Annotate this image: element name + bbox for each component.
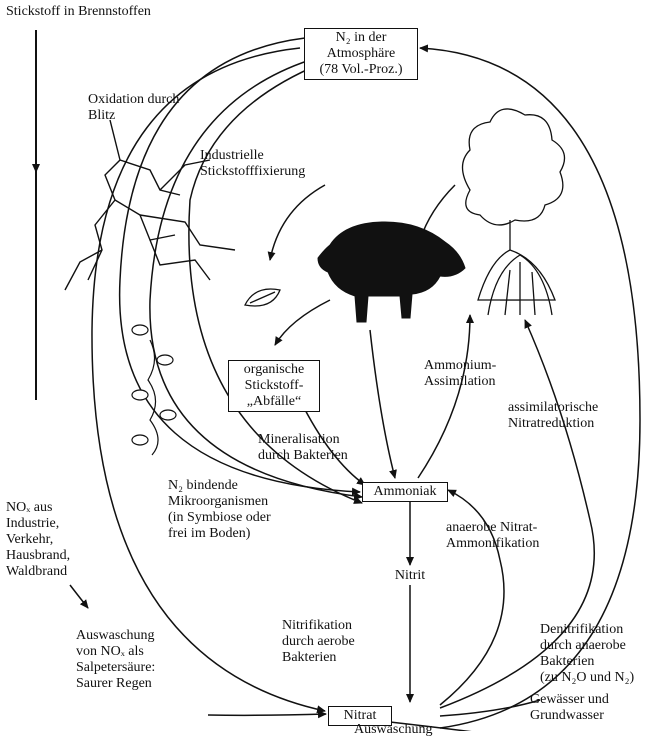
leaf-icon: [245, 289, 280, 306]
boar-icon: [318, 222, 465, 322]
node-nitrite: Nitrit: [385, 568, 435, 584]
arrow-boar-to-ammonia: [370, 330, 395, 478]
tree-icon: [463, 109, 565, 300]
label-denitrification: Denitrifikation durch anaerobe Bakterien…: [540, 622, 634, 686]
node-ammonia: Ammoniak: [362, 482, 448, 502]
node-atmosphere: N₂ in der Atmosphäre (78 Vol.-Proz.): [304, 28, 418, 80]
label-leaching: Auswaschung: [354, 722, 433, 738]
arrow-industrial-to-leaf: [270, 185, 325, 260]
label-waters: Gewässer und Grundwasser: [530, 692, 609, 724]
label-nitrification: Nitrifikation durch aerobe Bakterien: [282, 618, 355, 666]
label-industrial-fixation: Industrielle Stickstofffixierung: [200, 148, 305, 180]
arrow-nox-to-acid-rain: [70, 585, 88, 608]
node-organic-waste: organische Stickstoff- „Abfälle“: [228, 360, 320, 412]
label-n2-fixing: N₂ bindende Mikroorganismen (in Symbiose…: [168, 478, 271, 542]
label-acid-rain: Auswaschung von NOₓ als Salpetersäure: S…: [76, 628, 155, 692]
climbing-plant-icon: [132, 325, 176, 455]
arrow-ammonia-to-tree: [418, 315, 470, 478]
label-ammonium-assimilation: Ammonium- Assimilation: [424, 358, 496, 390]
label-lightning: Oxidation durch Blitz: [88, 92, 179, 124]
arrow-boar-to-organic: [275, 300, 330, 345]
label-fuel-nitrogen: Stickstoff in Brennstoffen: [6, 4, 151, 20]
arrow-acid-rain-to-nitrate: [208, 714, 326, 715]
label-assimilatory-reduction: assimilatorische Nitratreduktion: [508, 400, 598, 432]
label-anaerobic-ammonification: anaerobe Nitrat- Ammonifikation: [446, 520, 539, 552]
label-mineralisation: Mineralisation durch Bakterien: [258, 432, 348, 464]
label-nox-sources: NOₓ aus Industrie, Verkehr, Hausbrand, W…: [6, 500, 70, 580]
